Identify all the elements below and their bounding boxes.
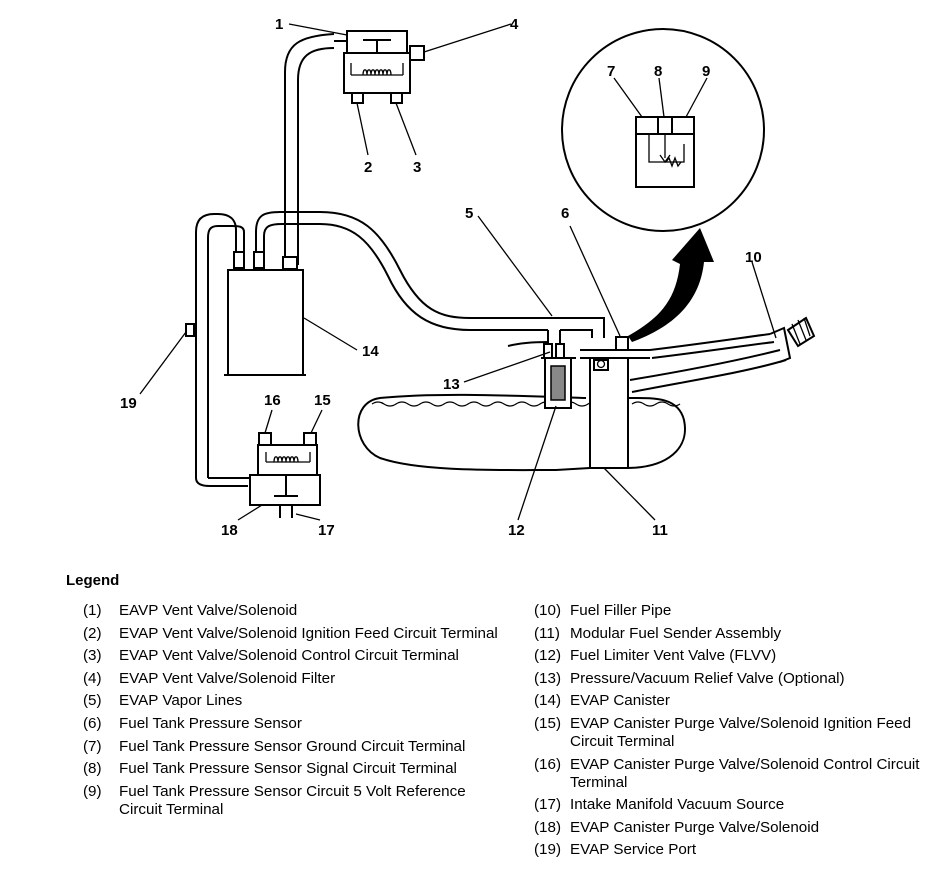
fuel-limiter-vent-valve [507,341,576,409]
legend-text: Modular Fuel Sender Assembly [570,624,782,642]
legend-item: (10) Fuel Filler Pipe [534,602,934,620]
legend-item: (11) Modular Fuel Sender Assembly [534,625,934,643]
legend-number: (17) [534,796,562,814]
modular-fuel-sender [580,336,650,469]
legend-item: (1) EAVP Vent Valve/Solenoid [83,602,503,620]
vent-valve-solenoid [334,30,425,104]
legend-text: Fuel Tank Pressure Sensor Ground Circuit… [119,737,466,755]
curved-arrow-icon [628,228,714,342]
callout-8: 8 [654,63,662,80]
callout-15: 15 [314,392,331,409]
legend-number: (12) [534,647,562,665]
legend-list-left: (1) EAVP Vent Valve/Solenoid (2) EVAP Vent … [83,602,503,823]
legend-number: (16) [534,755,562,773]
legend-text: EVAP Service Port [570,841,697,859]
callout-11: 11 [652,522,668,539]
legend-list-right: (10) Fuel Filler Pipe (11) Modular Fuel Sen… [534,602,934,864]
legend-text: EVAP Canister Purge Valve/Solenoid [570,818,820,836]
fuel-tank [357,393,686,472]
callout-18: 18 [221,522,238,539]
callout-16: 16 [264,392,281,409]
legend-number: (10) [534,602,562,619]
legend-number: (2) [83,624,102,642]
callout-5: 5 [465,205,473,222]
legend-item: (14) EVAP Canister [534,692,934,710]
callout-17: 17 [318,522,335,539]
legend-number: (9) [83,782,102,800]
evap-system-diagram: 1 2 3 4 5 6 7 8 9 10 11 12 13 14 15 16 1… [120,16,816,539]
purge-hose [195,477,248,487]
legend-text: EVAP Canister [570,692,670,710]
legend-text: EVAP Vent Valve/Solenoid Filter [119,669,336,687]
vapor-lines [195,211,605,478]
legend-number: (1) [83,602,102,619]
callout-10: 10 [745,249,762,266]
callout-12: 12 [508,522,525,539]
legend-item: (2) EVAP Vent Valve/Solenoid Ignition Fee… [83,625,503,643]
callout-9: 9 [702,63,710,80]
legend-number: (15) [534,714,562,732]
legend-text: EVAP Vent Valve/Solenoid Ignition Feed C… [119,624,498,642]
legend-item: (8) Fuel Tank Pressure Sensor Signal Circ… [83,760,503,778]
legend-item: (6) Fuel Tank Pressure Sensor [83,715,503,733]
legend-item: (17) Intake Manifold Vacuum Source [534,796,934,814]
legend-item: (16) EVAP Canister Purge Valve/Solenoid C… [534,756,934,792]
legend-number: (19) [534,841,562,859]
legend-text: Pressure/Vacuum Relief Valve (Optional) [570,669,845,687]
legend-text: EVAP Canister Purge Valve/Solenoid Contr… [570,755,920,791]
callout-4: 4 [510,16,519,33]
fuel-filler-pipe [629,316,816,393]
legend-title: Legend [66,572,120,589]
callouts: 1 2 3 4 5 6 7 8 9 10 11 12 13 14 15 16 1… [120,16,762,539]
legend-number: (7) [83,737,102,755]
legend-number: (8) [83,760,102,778]
legend-text: Fuel Tank Pressure Sensor Signal Circuit… [119,760,457,778]
legend-text: Fuel Filler Pipe [570,602,672,619]
legend-number: (3) [83,647,102,665]
callout-3: 3 [413,159,421,176]
legend-text: Fuel Tank Pressure Sensor Circuit 5 Volt… [119,782,466,818]
callout-14: 14 [362,343,379,360]
callout-13: 13 [443,376,460,393]
legend-number: (14) [534,692,562,710]
legend-item: (5) EVAP Vapor Lines [83,692,503,710]
legend-item: (4) EVAP Vent Valve/Solenoid Filter [83,670,503,688]
legend-text: EVAP Canister Purge Valve/Solenoid Ignit… [570,714,912,750]
legend-number: (5) [83,692,102,710]
purge-valve-solenoid [249,432,321,518]
pressure-sensor-detail [561,28,765,232]
legend-number: (4) [83,669,102,687]
leader-lines [139,23,777,521]
callout-19: 19 [120,395,137,412]
legend-text: EVAP Vent Valve/Solenoid Control Circuit… [119,647,459,665]
legend-item: (12) Fuel Limiter Vent Valve (FLVV) [534,647,934,665]
legend-text: Fuel Limiter Vent Valve (FLVV) [570,647,777,665]
vent-hose [284,33,335,265]
legend-number: (6) [83,714,102,732]
legend-text: Intake Manifold Vacuum Source [570,796,785,814]
legend-number: (18) [534,818,562,836]
legend-text: EAVP Vent Valve/Solenoid [119,602,298,619]
callout-6: 6 [561,205,569,222]
legend-item: (19) EVAP Service Port [534,841,934,859]
legend-number: (13) [534,669,562,687]
callout-1: 1 [275,16,283,33]
legend-text: EVAP Vapor Lines [119,692,243,710]
legend-number: (11) [534,624,560,642]
legend-item: (15) EVAP Canister Purge Valve/Solenoid I… [534,715,934,751]
legend-item: (13) Pressure/Vacuum Relief Valve (Option… [534,670,934,688]
legend-item: (9) Fuel Tank Pressure Sensor Circuit 5 V… [83,783,503,819]
callout-7: 7 [607,63,615,80]
service-port [185,323,195,337]
legend-item: (18) EVAP Canister Purge Valve/Solenoid [534,819,934,837]
evap-canister [224,251,306,376]
callout-2: 2 [364,159,372,176]
legend-text: Fuel Tank Pressure Sensor [119,714,302,732]
legend-item: (7) Fuel Tank Pressure Sensor Ground Circ… [83,738,503,756]
legend-item: (3) EVAP Vent Valve/Solenoid Control Circ… [83,647,503,665]
